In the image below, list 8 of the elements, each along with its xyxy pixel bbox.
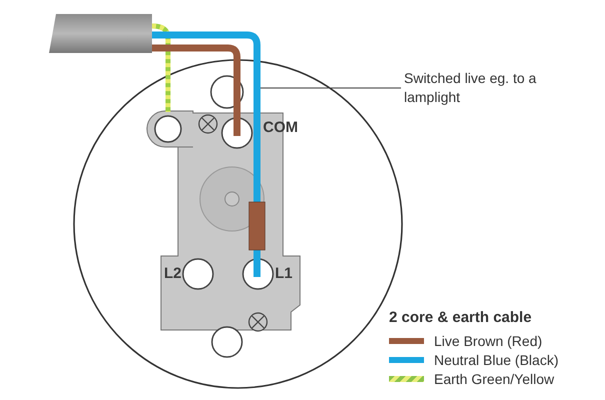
legend-label: Live Brown (Red) (434, 333, 542, 349)
terminal-label: L1 (275, 265, 293, 282)
legend-label: Neutral Blue (Black) (434, 352, 558, 368)
wire (152, 32, 266, 277)
terminal-label: L2 (164, 265, 182, 282)
legend-label: Earth Green/Yellow (434, 371, 554, 387)
legend-title: 2 core & earth cable (389, 309, 532, 326)
callout-text: Switched live eg. to a lamplight (404, 69, 554, 107)
